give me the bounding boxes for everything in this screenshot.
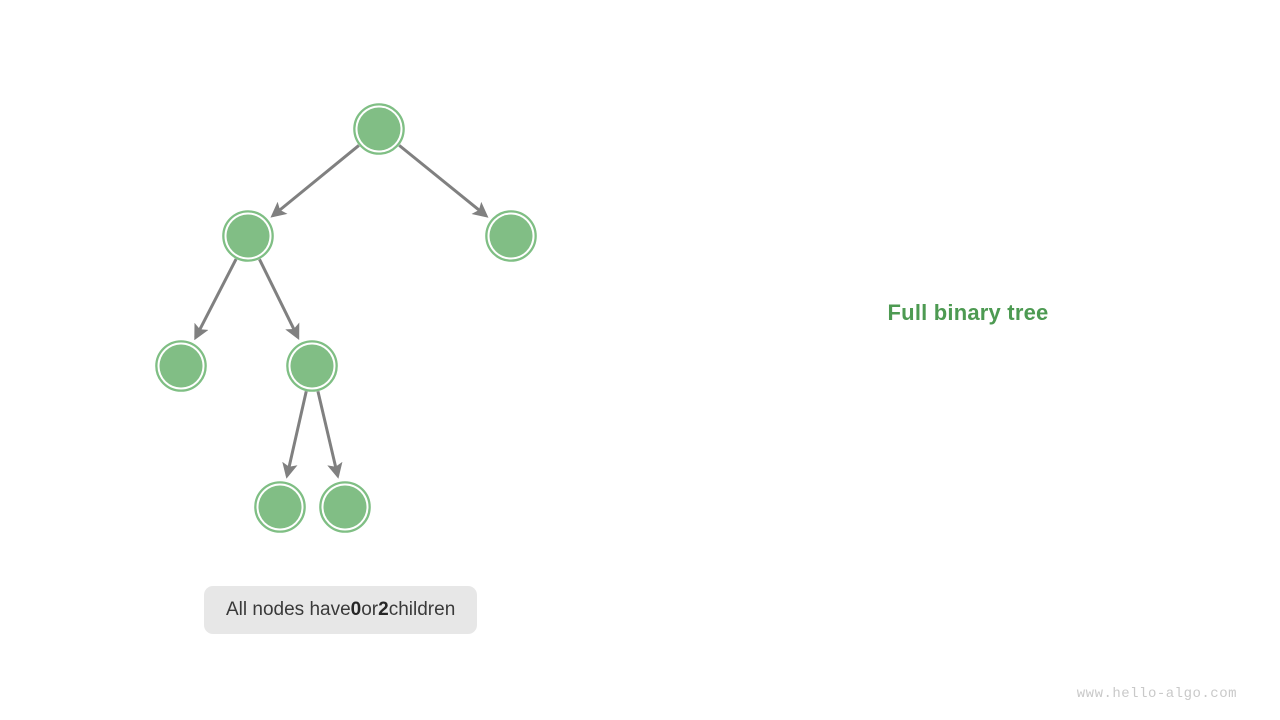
caption-value-zero: 0 <box>350 599 362 620</box>
tree-node[interactable] <box>286 340 338 392</box>
node-body <box>159 344 203 388</box>
node-gap-ring <box>157 342 205 390</box>
tree-node[interactable] <box>485 210 537 262</box>
node-body <box>489 214 533 258</box>
tree-node[interactable] <box>254 481 306 533</box>
node-gap-ring <box>355 105 403 153</box>
tree-edge <box>270 144 360 218</box>
tree-node[interactable] <box>155 340 207 392</box>
tree-edge <box>282 391 308 479</box>
caption-text-2: or <box>361 599 379 620</box>
page-title: Full binary tree <box>887 300 1049 325</box>
caption-value-two: 2 <box>378 599 389 620</box>
node-body <box>357 107 401 151</box>
tree-node-layer <box>155 103 537 533</box>
node-body <box>258 485 302 529</box>
node-body <box>226 214 270 258</box>
tree-edge <box>316 390 343 479</box>
tree-edge <box>398 144 489 218</box>
site-watermark: www.hello-algo.com <box>1076 686 1237 702</box>
tree-edge <box>258 258 300 340</box>
tree-node[interactable] <box>353 103 405 155</box>
node-body <box>323 485 367 529</box>
node-gap-ring <box>256 483 304 531</box>
node-gap-ring <box>224 212 272 260</box>
node-gap-ring <box>487 212 535 260</box>
caption-text-1: All nodes have <box>226 599 351 620</box>
tree-node[interactable] <box>222 210 274 262</box>
node-gap-ring <box>321 483 369 531</box>
tree-edge <box>194 258 238 341</box>
tree-node[interactable] <box>319 481 371 533</box>
caption-badge: All nodes have 0 or 2 children <box>204 586 478 634</box>
node-gap-ring <box>288 342 336 390</box>
tree-edge-layer <box>194 144 489 479</box>
caption-text-3: children <box>388 599 456 620</box>
node-body <box>290 344 334 388</box>
